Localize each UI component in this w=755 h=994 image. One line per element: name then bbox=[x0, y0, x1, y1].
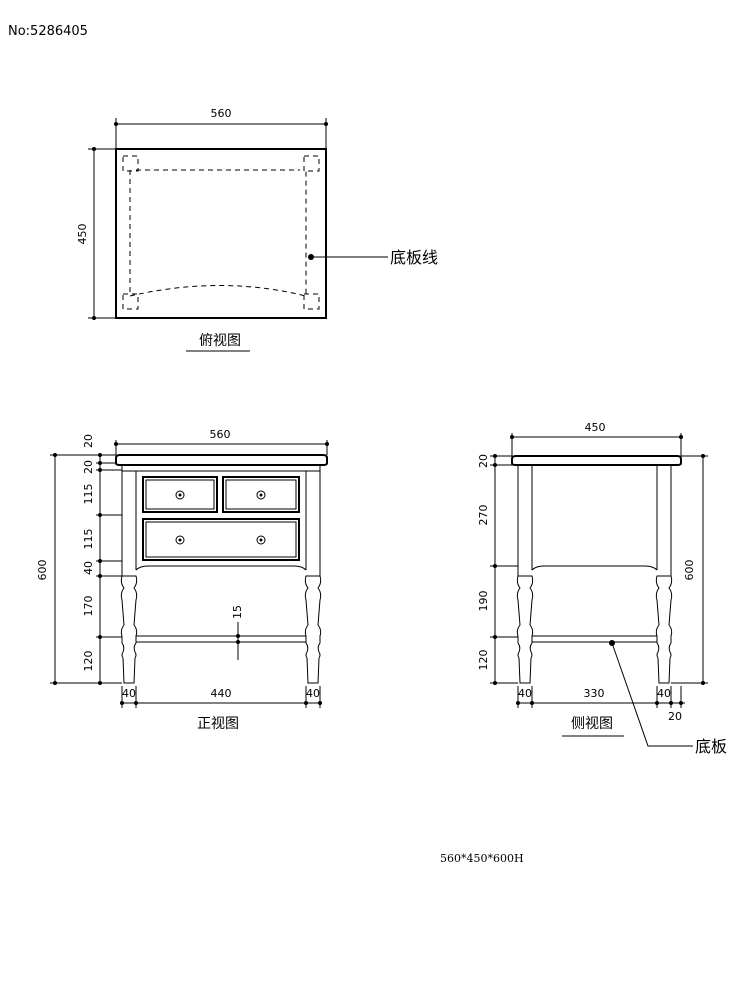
front-bottom-dim-left: 40 bbox=[122, 687, 136, 700]
side-view-title: 侧视图 bbox=[571, 716, 613, 732]
top-callout-label: 底板线 bbox=[390, 248, 438, 267]
bottom-board-line bbox=[129, 170, 307, 297]
front-leg-right bbox=[304, 575, 322, 684]
drawer-top-right bbox=[222, 476, 300, 513]
drawing-number: No:5286405 bbox=[8, 24, 88, 39]
spec-label: 560*450*600H bbox=[440, 852, 524, 865]
front-stretcher-dim: 15 bbox=[231, 605, 244, 619]
front-total-height: 600 bbox=[36, 560, 49, 581]
side-dim-lower: 120 bbox=[477, 650, 490, 671]
side-bottom-dim-right: 40 bbox=[657, 687, 671, 700]
side-dim-upper: 270 bbox=[477, 505, 490, 526]
side-bottom-board bbox=[531, 635, 658, 643]
front-dim-drawer-1: 115 bbox=[82, 484, 95, 505]
side-bottom-dim-center: 330 bbox=[584, 687, 605, 700]
top-width-dim: 560 bbox=[211, 107, 232, 120]
top-depth-dim: 450 bbox=[76, 224, 89, 245]
drawer-bottom bbox=[142, 518, 300, 561]
side-dim-middle: 190 bbox=[477, 591, 490, 612]
front-dim-top-thickness: 20 bbox=[82, 434, 95, 448]
front-stretcher bbox=[135, 635, 307, 643]
top-view-title: 俯视图 bbox=[199, 333, 241, 349]
front-width-dim: 560 bbox=[210, 428, 231, 441]
side-bottom-dim-left: 40 bbox=[518, 687, 532, 700]
top-view: 560 450 底板线 俯视图 bbox=[76, 107, 438, 352]
front-bottom-dim-center: 440 bbox=[211, 687, 232, 700]
side-total-height: 600 bbox=[683, 560, 696, 581]
side-offset-dim: 20 bbox=[668, 710, 682, 723]
side-width-dim: 450 bbox=[585, 421, 606, 434]
side-tabletop bbox=[511, 455, 682, 466]
drawer-top-left bbox=[142, 476, 218, 513]
front-tabletop bbox=[115, 454, 328, 466]
front-bottom-dim-right: 40 bbox=[306, 687, 320, 700]
front-view: 560 600 20 20 115 115 40 170 120 bbox=[36, 428, 329, 732]
side-view: 450 600 20 270 190 120 bbox=[477, 421, 727, 756]
front-dim-leg-upper: 170 bbox=[82, 596, 95, 617]
tabletop-outline bbox=[115, 148, 327, 319]
front-dim-drawer-2: 115 bbox=[82, 529, 95, 550]
side-callout-label: 底板 bbox=[695, 737, 727, 756]
front-leg-left bbox=[120, 575, 138, 684]
front-dim-apron: 20 bbox=[82, 460, 95, 474]
front-dim-rail: 40 bbox=[82, 561, 95, 575]
side-dim-top-thickness: 20 bbox=[477, 454, 490, 468]
side-leg-left bbox=[516, 575, 534, 684]
front-dim-leg-lower: 120 bbox=[82, 651, 95, 672]
side-leg-right bbox=[655, 575, 673, 684]
front-view-title: 正视图 bbox=[197, 716, 239, 732]
